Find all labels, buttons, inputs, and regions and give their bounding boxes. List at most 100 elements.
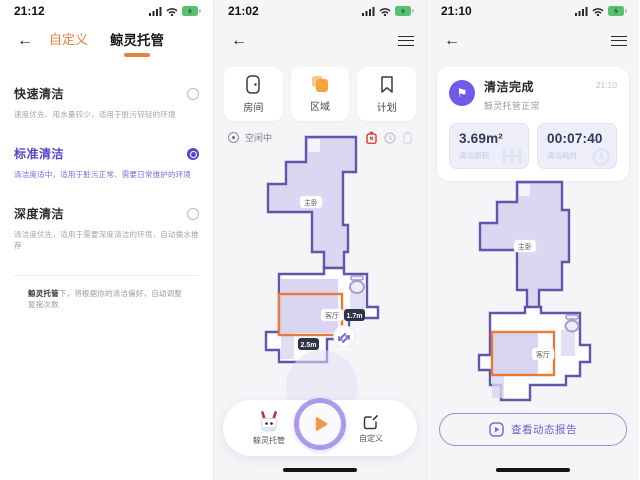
wifi-icon xyxy=(166,7,178,16)
area-grid-icon xyxy=(502,147,522,165)
option-desc: 速度优先、用水量较少，适用于脏污较轻的环境 xyxy=(14,110,176,119)
status-time: 21:12 xyxy=(14,4,45,18)
clock-faint-icon xyxy=(592,148,610,166)
radio-selected-icon[interactable] xyxy=(187,147,199,160)
cleaned-area-patch xyxy=(280,279,338,333)
back-arrow-icon[interactable]: ← xyxy=(444,32,460,49)
card-zone[interactable]: 区域 xyxy=(290,67,350,121)
back-arrow-icon[interactable]: ← xyxy=(231,32,247,49)
measure-badge-width: 2.5m xyxy=(298,338,319,350)
flag-icon: ⚑ xyxy=(449,80,475,106)
view-report-label: 查看动态报告 xyxy=(511,424,577,436)
room-label-living: 客厅 xyxy=(320,308,344,322)
toilet-icon xyxy=(564,319,580,333)
result-title: 清洁完成 xyxy=(484,80,535,94)
room-door-icon xyxy=(246,74,261,94)
start-clean-button[interactable] xyxy=(294,398,346,450)
stat-area: 3.69m² 清洁面积 xyxy=(449,123,529,169)
screen-clean-report: 21:10 ← ⚑ 清洁完成 鲸灵托管正常 21:10 3.6 xyxy=(426,0,639,480)
status-dot-icon xyxy=(228,132,239,143)
device-alert-icons xyxy=(366,131,412,144)
option-desc: 清洁度优先，适用于需要深度清洁的环境，自动换水推荐 xyxy=(14,230,199,250)
nav-bar: ← xyxy=(214,22,426,60)
status-icons xyxy=(575,6,627,16)
toilet-icon xyxy=(349,280,365,294)
signal-icon xyxy=(575,6,588,16)
status-bar: 21:02 xyxy=(214,0,426,22)
svg-text:客厅: 客厅 xyxy=(325,311,339,320)
managed-mode-button[interactable]: 鲸灵托管 xyxy=(247,410,291,446)
svg-text:1.7m: 1.7m xyxy=(347,313,363,320)
svg-text:主卧: 主卧 xyxy=(518,242,532,251)
status-bar: 21:12 xyxy=(0,0,213,22)
cleaned-area-patch xyxy=(492,332,538,374)
option-title: 深度清洁 xyxy=(14,207,65,221)
stat-area-label: 清洁面积 xyxy=(459,151,489,160)
custom-mode-label: 自定义 xyxy=(359,433,383,443)
card-plan-label: 计划 xyxy=(376,102,397,114)
cleaned-area-patch xyxy=(281,333,294,359)
status-time: 21:10 xyxy=(441,4,472,18)
schedule-icon xyxy=(384,131,396,144)
stat-area-value: 3.69m² xyxy=(459,131,503,146)
back-arrow-icon[interactable]: ← xyxy=(17,32,33,49)
clean-mode-options: 快速清洁 速度优先、用水量较少，适用于脏污较轻的环境 标准清洁 清洁度适中，适用… xyxy=(0,85,213,310)
option-title: 快速清洁 xyxy=(14,87,65,101)
stat-tiles: 3.69m² 清洁面积 00:07:40 清洁耗时 xyxy=(449,123,617,169)
floor-map[interactable]: 主卧 客厅 1.7m 2.5m xyxy=(244,132,404,394)
measure-badge-height: 1.7m xyxy=(344,309,365,321)
resize-handle-icon[interactable] xyxy=(333,325,355,347)
managed-mode-label: 鲸灵托管 xyxy=(253,435,285,445)
room-label-bedroom: 主卧 xyxy=(513,239,537,253)
home-indicator xyxy=(283,467,357,472)
option-desc: 清洁度适中，适用于脏污正常、需要日常维护的环境 xyxy=(14,170,192,179)
status-icons xyxy=(149,6,201,16)
cleaned-area-patch xyxy=(492,374,504,398)
option-deep-clean[interactable]: 深度清洁 清洁度优先，适用于需要深度清洁的环境，自动换水推荐 xyxy=(14,205,199,251)
tab-underline xyxy=(55,52,81,56)
status-bar: 21:10 xyxy=(427,0,639,22)
floor-map[interactable]: 主卧 客厅 xyxy=(461,180,611,410)
toilet-icon xyxy=(350,275,364,281)
signal-icon xyxy=(362,6,375,16)
option-fast-clean[interactable]: 快速清洁 速度优先、用水量较少，适用于脏污较轻的环境 xyxy=(14,85,199,120)
divider xyxy=(14,275,199,276)
plan-bookmark-icon xyxy=(380,75,393,93)
battery-icon xyxy=(608,6,627,16)
battery-icon xyxy=(182,6,201,16)
nav-bar: ← xyxy=(427,22,639,60)
option-title: 标准清洁 xyxy=(14,147,65,161)
card-room[interactable]: 房间 xyxy=(224,67,283,121)
svg-text:客厅: 客厅 xyxy=(536,350,550,359)
radio-unselected-icon[interactable] xyxy=(187,207,199,220)
toilet-icon xyxy=(565,314,579,320)
status-time: 21:02 xyxy=(228,4,259,18)
menu-icon[interactable] xyxy=(398,33,414,49)
tab-managed[interactable]: 鲸灵托管 xyxy=(110,29,164,57)
card-room-label: 房间 xyxy=(243,102,264,114)
footnote-rest: 下，将根据你的清洁偏好，自动调整复拖次数 xyxy=(28,289,183,309)
menu-icon[interactable] xyxy=(611,33,627,49)
tab-custom-label: 自定义 xyxy=(48,32,88,47)
mode-tabs: 自定义 鲸灵托管 xyxy=(49,25,164,57)
option-standard-clean[interactable]: 标准清洁 清洁度适中，适用于脏污正常、需要日常维护的环境 xyxy=(14,145,199,180)
radio-unselected-icon[interactable] xyxy=(187,87,199,100)
room-label-bedroom: 主卧 xyxy=(299,195,323,209)
play-icon xyxy=(315,417,328,431)
charging-dock xyxy=(519,184,530,196)
tab-custom[interactable]: 自定义 xyxy=(49,29,88,56)
nav-bar: ← 自定义 鲸灵托管 xyxy=(0,22,213,60)
status-icons xyxy=(362,6,414,16)
custom-mode-button[interactable]: 自定义 xyxy=(349,413,393,444)
svg-text:2.5m: 2.5m xyxy=(301,342,317,349)
signal-icon xyxy=(149,6,162,16)
result-time: 21:10 xyxy=(595,80,617,90)
bottom-dock: 鲸灵托管 自定义 xyxy=(223,398,417,456)
view-report-button[interactable]: 查看动态报告 xyxy=(439,413,627,446)
card-plan[interactable]: 计划 xyxy=(357,67,417,121)
mode-cards: 房间 区域 计划 xyxy=(214,60,426,121)
clean-result-card: ⚑ 清洁完成 鲸灵托管正常 21:10 3.69m² 清洁面积 00:07:40… xyxy=(437,67,629,181)
battery-icon xyxy=(395,6,414,16)
card-zone-label: 区域 xyxy=(310,102,330,113)
